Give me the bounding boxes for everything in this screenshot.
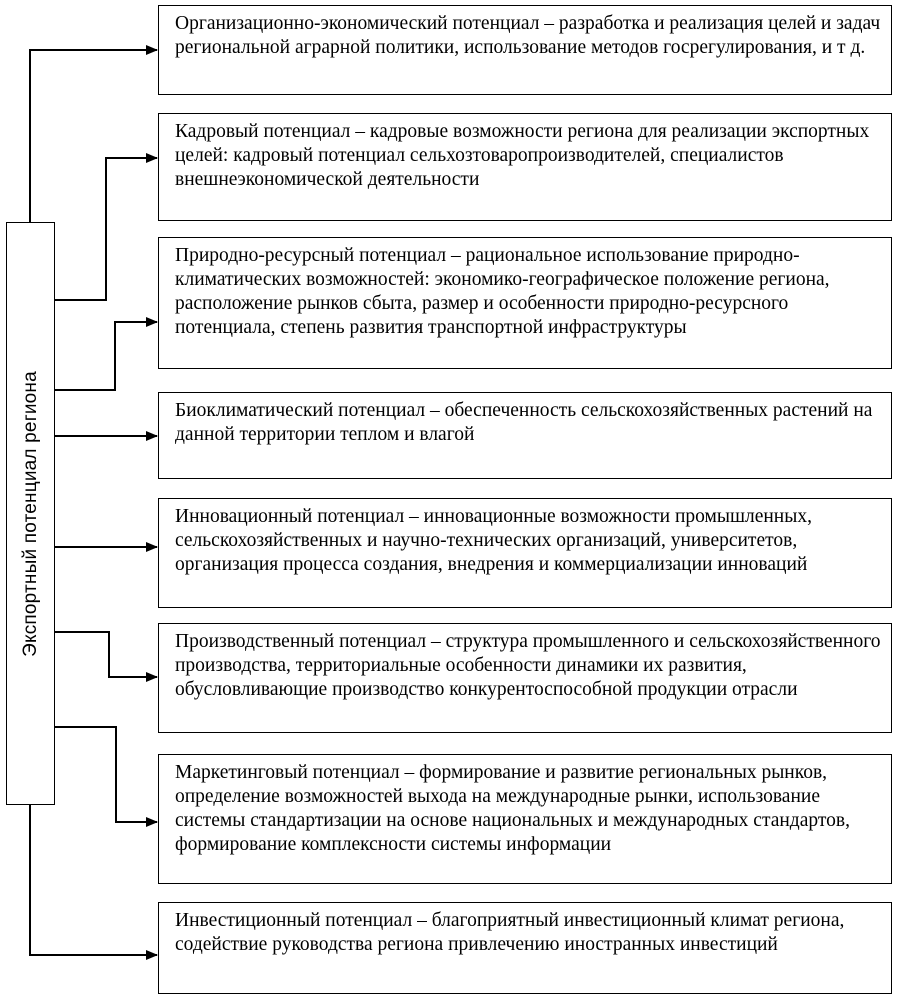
node-personnel: Кадровый потенциал – кадровые возможност… <box>158 113 892 221</box>
node-production: Производственный потенциал – структура п… <box>158 623 892 733</box>
root-node-label: Экспортный потенциал региона <box>19 370 41 657</box>
connector-8 <box>29 805 158 960</box>
root-node: Экспортный потенциал региона <box>6 222 55 805</box>
node-text: Инновационный потенциал – инновационные … <box>175 506 812 575</box>
node-text: Маркетинговый потенциал – формирование и… <box>175 762 850 855</box>
node-text: Инвестиционный потенциал – благоприятный… <box>175 910 845 955</box>
node-bioclimatic: Биоклиматический потенциал – обеспеченно… <box>158 392 892 479</box>
connector-2 <box>55 153 158 301</box>
node-marketing: Маркетинговый потенциал – формирование и… <box>158 754 892 884</box>
node-text: Производственный потенциал – структура п… <box>175 631 881 700</box>
connector-3 <box>55 317 158 391</box>
node-text: Биоклиматический потенциал – обеспеченно… <box>175 400 873 445</box>
connector-1 <box>29 45 158 222</box>
node-natural-resource: Природно-ресурсный потенциал – рациональ… <box>158 237 892 369</box>
node-innovation: Инновационный потенциал – инновационные … <box>158 498 892 608</box>
connector-6 <box>55 631 158 682</box>
node-text: Природно-ресурсный потенциал – рациональ… <box>175 245 830 338</box>
connector-7 <box>55 726 158 827</box>
node-organizational-economic: Организационно-экономический потенциал –… <box>158 5 892 95</box>
node-text: Организационно-экономический потенциал –… <box>175 13 881 58</box>
node-investment: Инвестиционный потенциал – благоприятный… <box>158 902 892 994</box>
node-text: Кадровый потенциал – кадровые возможност… <box>175 121 870 190</box>
